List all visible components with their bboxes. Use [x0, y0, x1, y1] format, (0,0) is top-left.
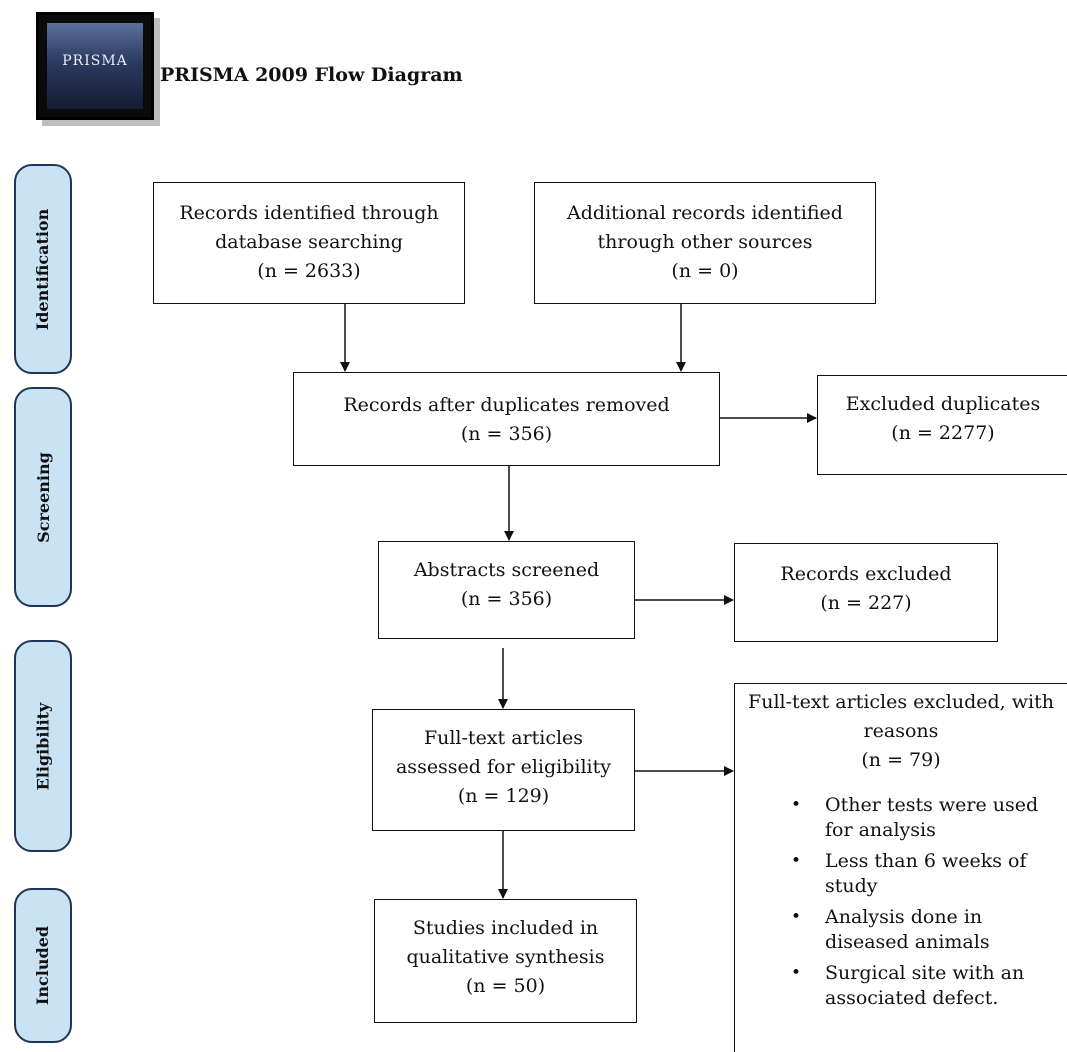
box-full-text-assessed-line1: Full-text articles	[423, 727, 584, 749]
box-abstracts-screened: Abstracts screened (n = 356)	[378, 541, 635, 639]
box-records-excluded-count: (n = 227)	[820, 592, 912, 614]
exclusion-reason-line1: Surgical site with an	[825, 962, 1025, 984]
bullet-icon: •	[791, 963, 802, 983]
stage-eligibility: Eligibility	[14, 640, 72, 852]
box-full-text-assessed: Full-text articles assessed for eligibil…	[372, 709, 635, 831]
box-other-records: Additional records identified through ot…	[534, 182, 876, 304]
box-full-text-excluded-line1: Full-text articles excluded, with	[748, 691, 1054, 713]
box-database-records-line2: database searching	[215, 231, 403, 253]
box-included-studies-count: (n = 50)	[465, 975, 546, 997]
box-included-studies: Studies included in qualitative synthesi…	[374, 899, 637, 1023]
exclusion-reason-line2: study	[825, 875, 878, 897]
box-database-records-line1: Records identified through	[179, 202, 439, 224]
box-full-text-excluded-line2: reasons	[863, 720, 939, 742]
bullet-icon: •	[791, 907, 802, 927]
box-after-duplicates-line1: Records after duplicates removed	[343, 394, 670, 416]
box-full-text-excluded: Full-text articles excluded, with reason…	[734, 683, 1067, 1052]
exclusion-reason-line1: Less than 6 weeks of	[825, 850, 1027, 872]
exclusion-reason-line2: associated defect.	[825, 987, 999, 1009]
exclusion-reason-line2: diseased animals	[825, 931, 990, 953]
exclusion-reason: • Other tests were used for analysis	[735, 793, 1067, 843]
bullet-icon: •	[791, 851, 802, 871]
prisma-logo: PRISMA	[36, 12, 154, 120]
box-records-excluded: Records excluded (n = 227)	[734, 543, 998, 642]
box-abstracts-screened-line1: Abstracts screened	[413, 559, 600, 581]
exclusion-reason-line1: Analysis done in	[825, 906, 983, 928]
box-excluded-duplicates: Excluded duplicates (n = 2277)	[817, 375, 1067, 475]
box-excluded-duplicates-count: (n = 2277)	[891, 422, 995, 444]
prisma-logo-text: PRISMA	[62, 53, 128, 69]
stage-screening: Screening	[14, 387, 72, 607]
stage-included: Included	[14, 888, 72, 1043]
box-records-excluded-line1: Records excluded	[780, 563, 952, 585]
exclusion-reason-line2: for analysis	[825, 819, 936, 841]
box-abstracts-screened-count: (n = 356)	[460, 588, 553, 610]
exclusion-reason: • Surgical site with an associated defec…	[735, 961, 1067, 1011]
stage-identification: Identification	[14, 164, 72, 374]
box-included-studies-line1: Studies included in	[412, 917, 599, 939]
box-full-text-assessed-line2: assessed for eligibility	[395, 756, 611, 778]
exclusion-reason: • Analysis done in diseased animals	[735, 905, 1067, 955]
box-full-text-assessed-count: (n = 129)	[457, 785, 550, 807]
box-other-records-line2: through other sources	[597, 231, 813, 253]
box-after-duplicates: Records after duplicates removed (n = 35…	[293, 372, 720, 466]
page-title: PRISMA 2009 Flow Diagram	[160, 64, 463, 86]
box-database-records: Records identified through database sear…	[153, 182, 465, 304]
box-excluded-duplicates-line1: Excluded duplicates	[845, 393, 1041, 415]
box-full-text-excluded-count: (n = 79)	[861, 749, 941, 771]
bullet-icon: •	[791, 795, 802, 815]
box-other-records-count: (n = 0)	[671, 260, 739, 282]
box-included-studies-line2: qualitative synthesis	[406, 946, 605, 968]
exclusion-reason: • Less than 6 weeks of study	[735, 849, 1067, 899]
box-other-records-line1: Additional records identified	[567, 202, 843, 224]
exclusion-reasons-list: • Other tests were used for analysis • L…	[735, 779, 1067, 1011]
box-database-records-count: (n = 2633)	[257, 260, 361, 282]
exclusion-reason-line1: Other tests were used	[825, 794, 1039, 816]
box-after-duplicates-count: (n = 356)	[460, 423, 553, 445]
